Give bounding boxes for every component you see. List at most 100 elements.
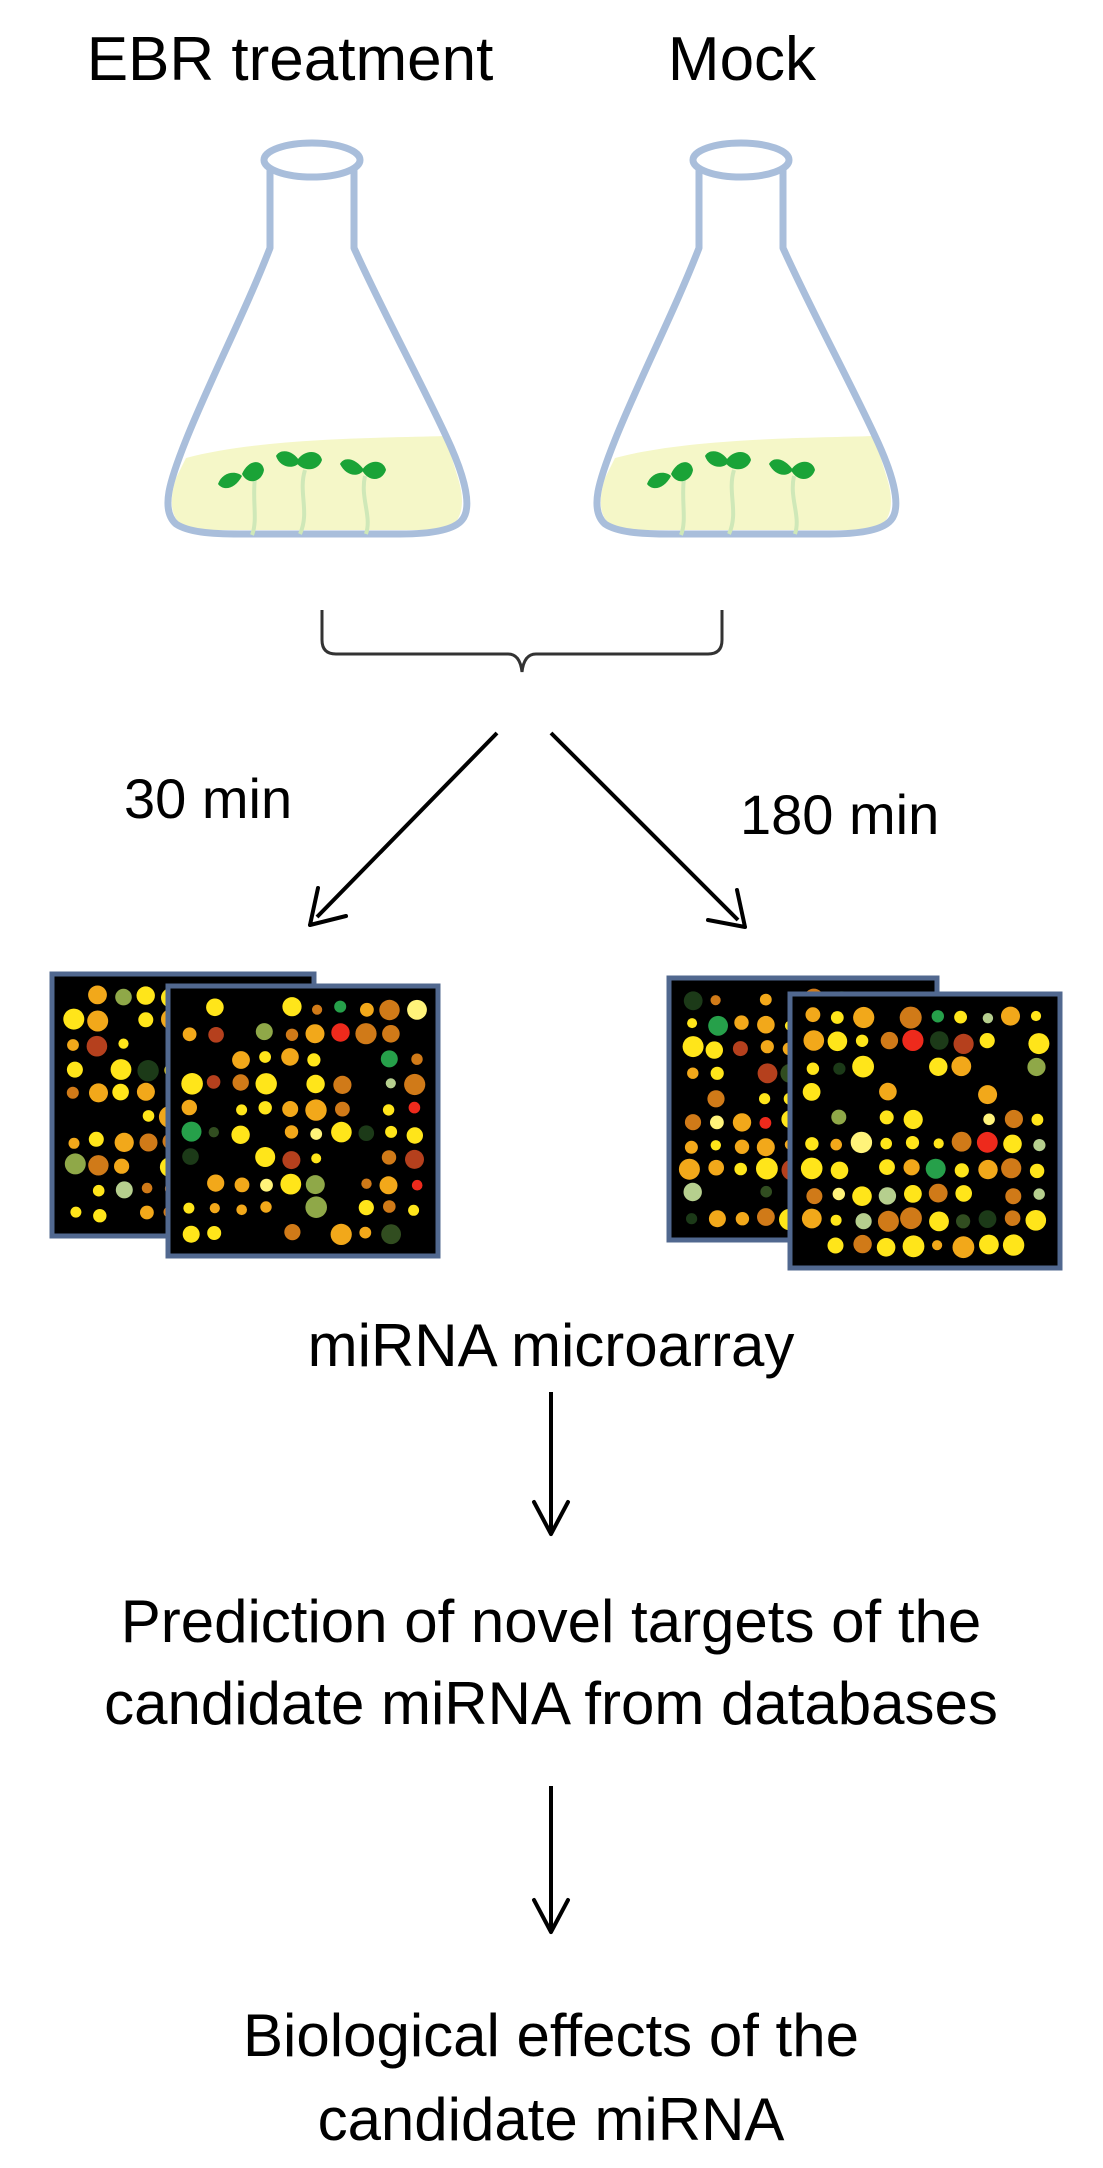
array-spot <box>833 1062 846 1075</box>
array-spot <box>902 1029 924 1051</box>
array-spot <box>142 1110 155 1122</box>
array-spot <box>1003 1134 1022 1154</box>
flask-medium <box>171 436 462 530</box>
array-spot <box>1030 1010 1042 1022</box>
array-spot <box>802 1083 821 1101</box>
array-spot <box>855 1034 869 1048</box>
array-spot <box>234 1177 250 1193</box>
array-spot <box>687 1018 698 1029</box>
array-spot <box>136 986 155 1005</box>
array-spot <box>231 1125 250 1145</box>
label-effects-line2: candidate miRNA <box>318 2086 785 2153</box>
array-spot <box>284 1224 301 1241</box>
array-spot <box>932 1240 943 1251</box>
array-spot <box>827 1031 848 1052</box>
ebr-flask-icon <box>164 139 471 538</box>
array-spot <box>903 1109 923 1130</box>
microarray-chip-icon <box>787 991 1063 1271</box>
array-spot <box>978 1085 998 1105</box>
array-spot <box>183 1202 195 1214</box>
array-spot <box>358 1200 374 1216</box>
array-spot <box>878 1187 897 1205</box>
array-spot <box>678 1158 700 1180</box>
array-spot <box>735 1212 750 1226</box>
array-spot <box>853 1006 875 1029</box>
array-spot <box>759 1093 771 1105</box>
array-spot <box>732 1113 752 1132</box>
array-spot <box>181 1099 197 1116</box>
array-spot <box>259 1051 271 1063</box>
array-spot <box>954 1163 969 1178</box>
array-spot <box>902 1235 925 1258</box>
array-spot <box>86 1035 108 1057</box>
label-mirna-microarray: miRNA microarray <box>308 1312 795 1379</box>
array-spot <box>136 1082 155 1101</box>
array-spot <box>954 1010 967 1024</box>
array-spot <box>406 1127 423 1144</box>
array-spot <box>830 1214 842 1226</box>
array-spot <box>760 1040 774 1054</box>
array-spot <box>139 1133 158 1152</box>
array-spot <box>207 1174 225 1192</box>
label-prediction-line1: Prediction of novel targets of the <box>121 1588 982 1655</box>
array-spot <box>1033 1188 1045 1200</box>
array-spot <box>757 1063 778 1084</box>
array-spot <box>830 1138 842 1151</box>
array-spot <box>899 1006 922 1029</box>
array-spot <box>710 1115 724 1130</box>
array-spot <box>355 1023 377 1045</box>
array-spot <box>1027 1057 1046 1077</box>
array-spot <box>110 1059 132 1080</box>
array-spot <box>978 1210 997 1228</box>
array-spot <box>687 1067 699 1079</box>
array-spot <box>88 985 107 1005</box>
array-spot <box>879 1082 897 1101</box>
array-spot <box>385 1078 396 1089</box>
array-spot <box>850 1131 873 1154</box>
array-spot <box>282 997 302 1017</box>
array-spot <box>707 1090 725 1108</box>
flask-body-outline <box>164 168 471 538</box>
array-spot <box>708 1210 726 1228</box>
array-spot <box>929 1211 949 1232</box>
array-spot <box>853 1234 872 1254</box>
array-spot <box>182 1027 197 1042</box>
array-spot <box>208 1027 224 1043</box>
array-spot <box>307 1053 321 1067</box>
array-spot <box>880 1031 899 1050</box>
array-spot <box>381 1224 401 1245</box>
array-spot <box>831 1109 847 1125</box>
array-spot <box>232 1074 249 1091</box>
array-spot <box>380 1050 398 1068</box>
array-spot <box>361 1178 372 1189</box>
array-spot <box>904 1185 922 1203</box>
array-spot <box>306 1074 325 1094</box>
array-spot <box>411 1053 423 1065</box>
array-spot <box>281 1048 299 1066</box>
array-spot <box>1002 1234 1025 1256</box>
array-spot <box>760 1185 772 1198</box>
array-spot <box>140 1205 154 1220</box>
array-spot <box>900 1207 922 1230</box>
array-spot <box>933 1138 944 1149</box>
array-spot <box>757 1208 775 1226</box>
array-spot <box>404 1073 426 1096</box>
arrow-to-180min <box>549 731 747 929</box>
arrow-down-1 <box>532 1392 570 1536</box>
array-spot <box>805 1007 821 1023</box>
array-spot <box>232 1051 250 1069</box>
array-spot <box>181 1073 203 1095</box>
array-spot <box>1033 1139 1046 1152</box>
array-spot <box>852 1055 874 1078</box>
array-spot <box>181 1121 202 1142</box>
array-spot <box>1001 1158 1022 1179</box>
array-spot <box>734 1015 749 1030</box>
array-spot <box>928 1183 948 1203</box>
array-spot <box>236 1204 247 1216</box>
array-spot <box>63 1008 85 1030</box>
array-spot <box>952 1236 975 1259</box>
array-spot <box>331 1121 352 1143</box>
array-spot <box>978 1159 998 1180</box>
array-spot <box>1031 1113 1044 1126</box>
